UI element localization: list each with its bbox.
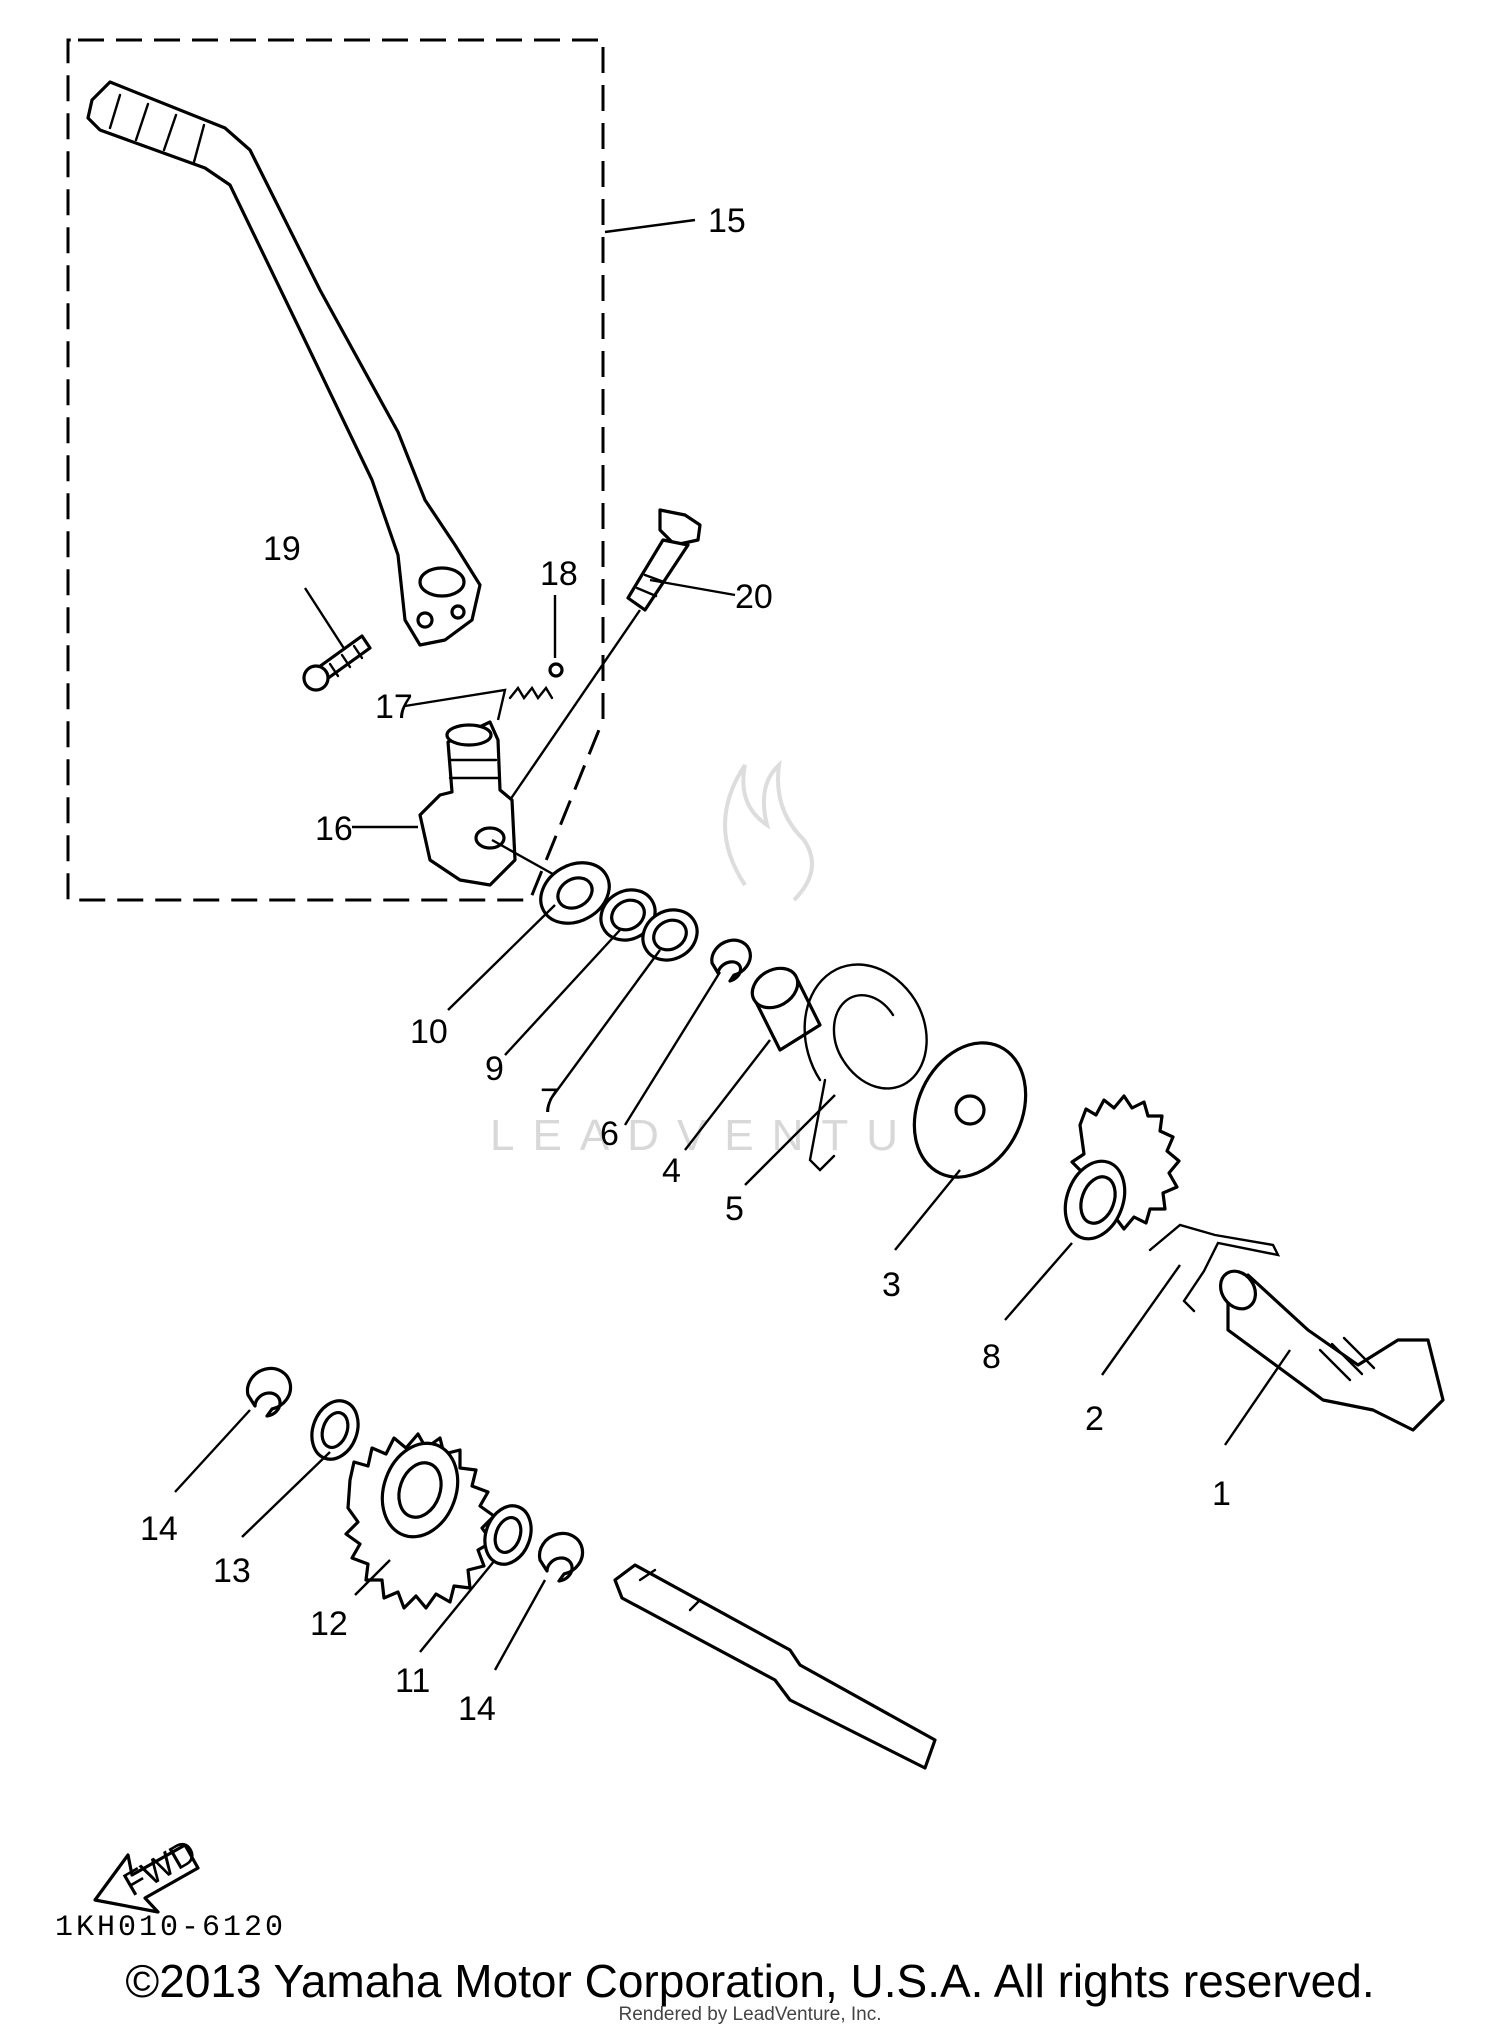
assembly-boundary xyxy=(66,38,605,902)
bolt-19 xyxy=(302,634,372,692)
washer-3 xyxy=(912,1041,1028,1179)
callout-14-right: 14 xyxy=(458,1690,496,1728)
kick-crank-lever xyxy=(86,80,482,647)
kick-axle-1 xyxy=(1218,1269,1445,1432)
fwd-label: FWD xyxy=(117,1832,203,1904)
callout-7: 7 xyxy=(540,1082,559,1120)
callout-12: 12 xyxy=(310,1605,348,1643)
circlip-14-left xyxy=(245,1366,293,1418)
kick-gear-8 xyxy=(1063,1094,1181,1241)
watermark-text: LEADVENTURE xyxy=(490,1111,1013,1160)
callout-8: 8 xyxy=(982,1338,1001,1376)
idle-gear-12 xyxy=(344,1432,496,1610)
washer-11 xyxy=(483,1504,533,1566)
main-axle xyxy=(613,1563,937,1770)
washer-10 xyxy=(539,861,611,925)
spring-17 xyxy=(508,685,554,701)
callout-4: 4 xyxy=(662,1152,681,1190)
callout-9: 9 xyxy=(485,1050,504,1088)
callout-3: 3 xyxy=(882,1266,901,1304)
callout-2: 2 xyxy=(1085,1400,1104,1438)
callout-18: 18 xyxy=(540,555,578,593)
callout-16: 16 xyxy=(315,810,353,848)
ball-18 xyxy=(548,662,564,678)
kick-boss-16 xyxy=(418,720,517,887)
callout-5: 5 xyxy=(725,1190,744,1228)
fwd-arrow: FWD xyxy=(93,1832,203,1914)
callout-14-left: 14 xyxy=(140,1510,178,1548)
bushing-4 xyxy=(750,966,822,1052)
leader-lines xyxy=(174,218,1291,1671)
circlip-14-right xyxy=(537,1531,585,1583)
washer-7 xyxy=(641,908,699,962)
spring-clip-2 xyxy=(1148,1223,1281,1313)
rendered-by-notice: Rendered by LeadVenture, Inc. xyxy=(618,2004,882,2025)
bolt-axis-line xyxy=(509,609,641,801)
shaft-axis-line xyxy=(491,838,561,880)
bolt-20 xyxy=(626,508,702,612)
watermark: LEADVENTURE xyxy=(490,759,1013,1160)
callout-15: 15 xyxy=(708,202,746,240)
copyright-notice: ©2013 Yamaha Motor Corporation, U.S.A. A… xyxy=(125,1955,1375,2007)
callout-1: 1 xyxy=(1212,1475,1231,1513)
washer-9 xyxy=(599,888,657,942)
callout-11: 11 xyxy=(395,1662,430,1700)
callout-10: 10 xyxy=(410,1013,448,1051)
callout-13: 13 xyxy=(213,1552,251,1590)
callout-19: 19 xyxy=(263,530,301,568)
drawing-code: 1KH010-6120 xyxy=(55,1911,286,1945)
callout-17: 17 xyxy=(375,688,413,726)
circlip-6 xyxy=(710,938,752,983)
washer-13 xyxy=(310,1399,360,1461)
callout-6: 6 xyxy=(600,1115,619,1153)
callout-20: 20 xyxy=(735,578,773,616)
callout-labels: 1 2 3 4 5 6 7 8 9 10 11 12 13 14 14 15 1… xyxy=(140,202,1231,1728)
torsion-spring-5 xyxy=(803,963,928,1172)
